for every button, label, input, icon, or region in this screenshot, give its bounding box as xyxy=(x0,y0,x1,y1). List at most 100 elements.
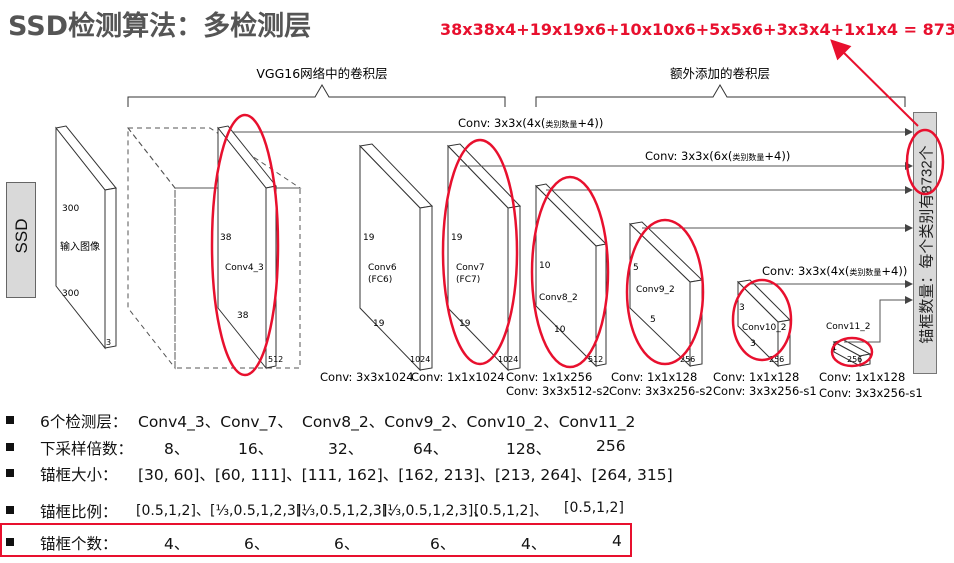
conv9-2-block xyxy=(628,221,704,368)
conv7-c: 1024 xyxy=(498,355,518,364)
conv6-h: 19 xyxy=(363,233,375,243)
conv10-h: 3 xyxy=(739,303,745,313)
highlight-conv4 xyxy=(210,113,280,377)
conv10-2-block xyxy=(736,279,792,368)
bullet-value: [⅓,0.5,1,2,3]、 xyxy=(296,503,402,519)
input-c: 3 xyxy=(106,338,111,347)
conv7-w: 19 xyxy=(459,319,471,329)
bullet-value: [0.5,1,2] xyxy=(564,500,624,516)
conv6-label1: Conv6 xyxy=(368,263,397,273)
conv8-w: 10 xyxy=(554,325,566,335)
bullet-value: [0.5,1,2]、 xyxy=(474,503,548,519)
conv4-w: 38 xyxy=(237,311,249,321)
arrow3-label: Conv: 3x3x(4x(类别数量+4)) xyxy=(762,264,907,278)
arrow2-label: Conv: 3x3x(6x(类别数量+4)) xyxy=(645,149,790,163)
bullet-value: Conv4_3、Conv_7、 xyxy=(138,413,293,431)
conv-d1-label: Conv: 1x1x128 xyxy=(611,370,697,384)
bullet-value: 128、 xyxy=(506,440,552,458)
bullet-value: [⅓,0.5,1,2,3]、 xyxy=(210,503,316,519)
conv6-label2: (FC6) xyxy=(368,275,392,285)
conv7-label1: Conv7 xyxy=(456,263,485,273)
page-title: SSD检测算法：多检测层 xyxy=(8,11,312,42)
bullet-label: 6个检测层： xyxy=(40,413,128,431)
conv9-c: 256 xyxy=(680,355,695,364)
extra-brace xyxy=(535,84,906,107)
conv7-h: 19 xyxy=(451,233,463,243)
conv9-w: 5 xyxy=(650,315,656,325)
conv10-c: 256 xyxy=(769,355,784,364)
conv-c2-label: Conv: 3x3x512-s2 xyxy=(506,384,610,398)
conv4-label: Conv4_3 xyxy=(225,263,264,273)
anchor-count-highlight-box xyxy=(0,523,632,557)
bullet-label: 锚框大小： xyxy=(40,466,118,484)
conv-c1-label: Conv: 1x1x256 xyxy=(506,370,592,384)
bullet-value: [30, 60]、[60, 111]、[111, 162]、[162, 213]… xyxy=(138,466,673,484)
bullet-label: 锚框比例： xyxy=(40,503,118,521)
vgg-brace xyxy=(127,84,506,107)
highlight-conv8 xyxy=(530,175,610,369)
bullet-label: 下采样倍数： xyxy=(40,440,134,458)
ssd-label-box: SSD xyxy=(6,182,36,298)
conv9-h: 5 xyxy=(633,263,639,273)
conv8-2-block xyxy=(534,183,608,368)
bullet-square-icon xyxy=(6,538,14,546)
conv7-block xyxy=(446,143,522,372)
bullet-value: 32、 xyxy=(328,440,364,458)
conv6-w: 19 xyxy=(373,319,385,329)
conv9-label: Conv9_2 xyxy=(636,285,675,295)
highlight-conv7 xyxy=(441,138,519,366)
bullet-value: 6、 xyxy=(430,535,456,553)
conv6-c: 1024 xyxy=(410,355,430,364)
conv-f2-label: Conv: 3x3x256-s1 xyxy=(819,386,923,400)
bullet-value: 4、 xyxy=(521,535,547,553)
bullet-value: 256 xyxy=(596,437,626,455)
bullet-value: 4 xyxy=(612,532,622,550)
conv-e2-label: Conv: 3x3x256-s1 xyxy=(713,384,817,398)
conv6-block xyxy=(358,143,434,372)
highlight-conv10 xyxy=(731,278,793,362)
bullet-value: [⅓,0.5,1,2,3]、 xyxy=(382,503,488,519)
bullet-value: [0.5,1,2]、 xyxy=(136,503,210,519)
highlight-conv9 xyxy=(625,218,705,366)
bullet-label: 锚框个数： xyxy=(40,535,118,553)
formula-pointer-arrow xyxy=(830,39,919,127)
bullet-value: 4、 xyxy=(164,535,190,553)
conv4-3-block xyxy=(217,125,277,370)
conv-e1-label: Conv: 1x1x128 xyxy=(713,370,799,384)
conv-d2-label: Conv: 3x3x256-s2 xyxy=(609,384,713,398)
conv11-2-block xyxy=(832,339,872,367)
bullet-value: 8、 xyxy=(164,440,190,458)
conv-b-label: Conv: 1x1x1024 xyxy=(411,370,505,384)
conv-f1-label: Conv: 1x1x128 xyxy=(819,370,905,384)
input-h: 300 xyxy=(62,204,79,214)
bullet-value: 16、 xyxy=(238,440,274,458)
conv8-h: 10 xyxy=(539,261,551,271)
conv11-c: 256 xyxy=(847,355,862,364)
arrow1-label: Conv: 3x3x(4x(类别数量+4)) xyxy=(458,116,603,130)
conv11-label: Conv11_2 xyxy=(826,322,871,332)
conv7-label2: (FC7) xyxy=(456,275,480,285)
conv10-w: 3 xyxy=(750,339,756,349)
conv8-c: 512 xyxy=(588,355,603,364)
conv8-label: Conv8_2 xyxy=(539,293,578,303)
conv4-c: 512 xyxy=(268,355,283,364)
input-w: 300 xyxy=(62,289,79,299)
highlight-conv11 xyxy=(830,336,874,368)
bullet-square-icon xyxy=(6,443,14,451)
conv10-label: Conv10_2 xyxy=(742,323,787,333)
bullet-square-icon xyxy=(6,469,14,477)
bullet-square-icon xyxy=(6,506,14,514)
conv11-h: 1 xyxy=(832,343,837,352)
conv-a-label: Conv: 3x3x1024 xyxy=(320,370,414,384)
bullet-value: 64、 xyxy=(413,440,449,458)
extra-label: 额外添加的卷积层 xyxy=(670,66,770,81)
output-anchor-box: 锚框数量：每个类别有8732个 xyxy=(913,112,937,374)
highlight-output xyxy=(905,128,945,196)
bullet-value: 6、 xyxy=(244,535,270,553)
conv4-h: 38 xyxy=(220,233,232,243)
arrow-conv11 xyxy=(844,296,913,343)
bullet-value: 6、 xyxy=(334,535,360,553)
input-label: 输入图像 xyxy=(60,240,100,253)
vgg-label: VGG16网络中的卷积层 xyxy=(256,66,387,81)
